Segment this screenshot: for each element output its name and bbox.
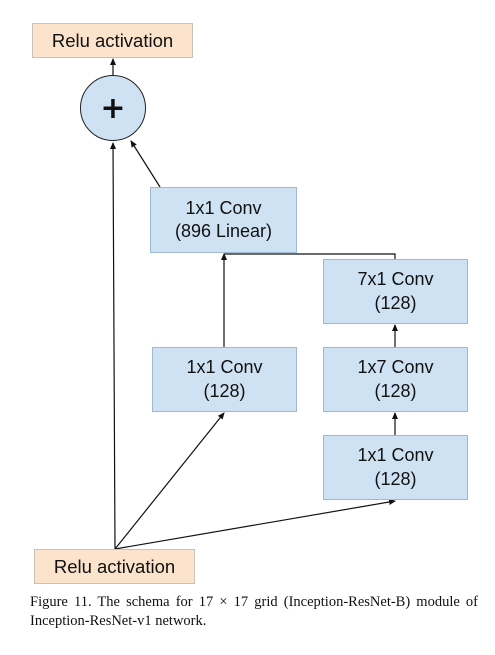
conv-1x1-linear-line1: 1x1 Conv xyxy=(185,197,262,218)
conv-1x7-line2: (128) xyxy=(374,380,417,401)
edge-relu-to-conv-1x1-mid xyxy=(114,412,225,550)
conv-7x1: 7x1 Conv (128) xyxy=(323,259,468,324)
conv-1x1-right: 1x1 Conv (128) xyxy=(323,435,468,500)
edge-conv-7x1-to-linear xyxy=(224,253,396,260)
conv-1x1-middle-line2: (128) xyxy=(203,380,246,401)
conv-1x1-linear: 1x1 Conv (896 Linear) xyxy=(150,187,297,253)
conv-1x7-line1: 1x7 Conv xyxy=(357,357,434,378)
relu-activation-top-label: Relu activation xyxy=(51,29,174,51)
conv-1x1-linear-line2: (896 Linear) xyxy=(174,221,273,241)
edge-residual-to-plus xyxy=(110,142,117,550)
conv-1x1-right-line1: 1x1 Conv xyxy=(357,445,434,466)
conv-7x1-line2: (128) xyxy=(374,292,417,313)
conv-1x1-middle-line1: 1x1 Conv xyxy=(186,357,263,378)
conv-1x1-middle: 1x1 Conv (128) xyxy=(152,347,297,412)
figure-caption: Figure 11. The schema for 17 × 17 grid (… xyxy=(30,594,478,629)
relu-activation-bottom: Relu activation xyxy=(34,549,195,584)
conv-1x7: 1x7 Conv (128) xyxy=(323,347,468,412)
addition-node: + xyxy=(80,75,146,141)
relu-activation-top: Relu activation xyxy=(32,23,193,58)
plus-symbol: + xyxy=(100,90,126,126)
conv-1x1-right-line2: (128) xyxy=(374,468,417,489)
relu-activation-bottom-label: Relu activation xyxy=(53,555,176,577)
edge-relu-to-conv-1x1-right xyxy=(114,499,396,550)
conv-7x1-line1: 7x1 Conv xyxy=(357,269,434,290)
edge-conv-linear-to-plus xyxy=(130,140,161,188)
